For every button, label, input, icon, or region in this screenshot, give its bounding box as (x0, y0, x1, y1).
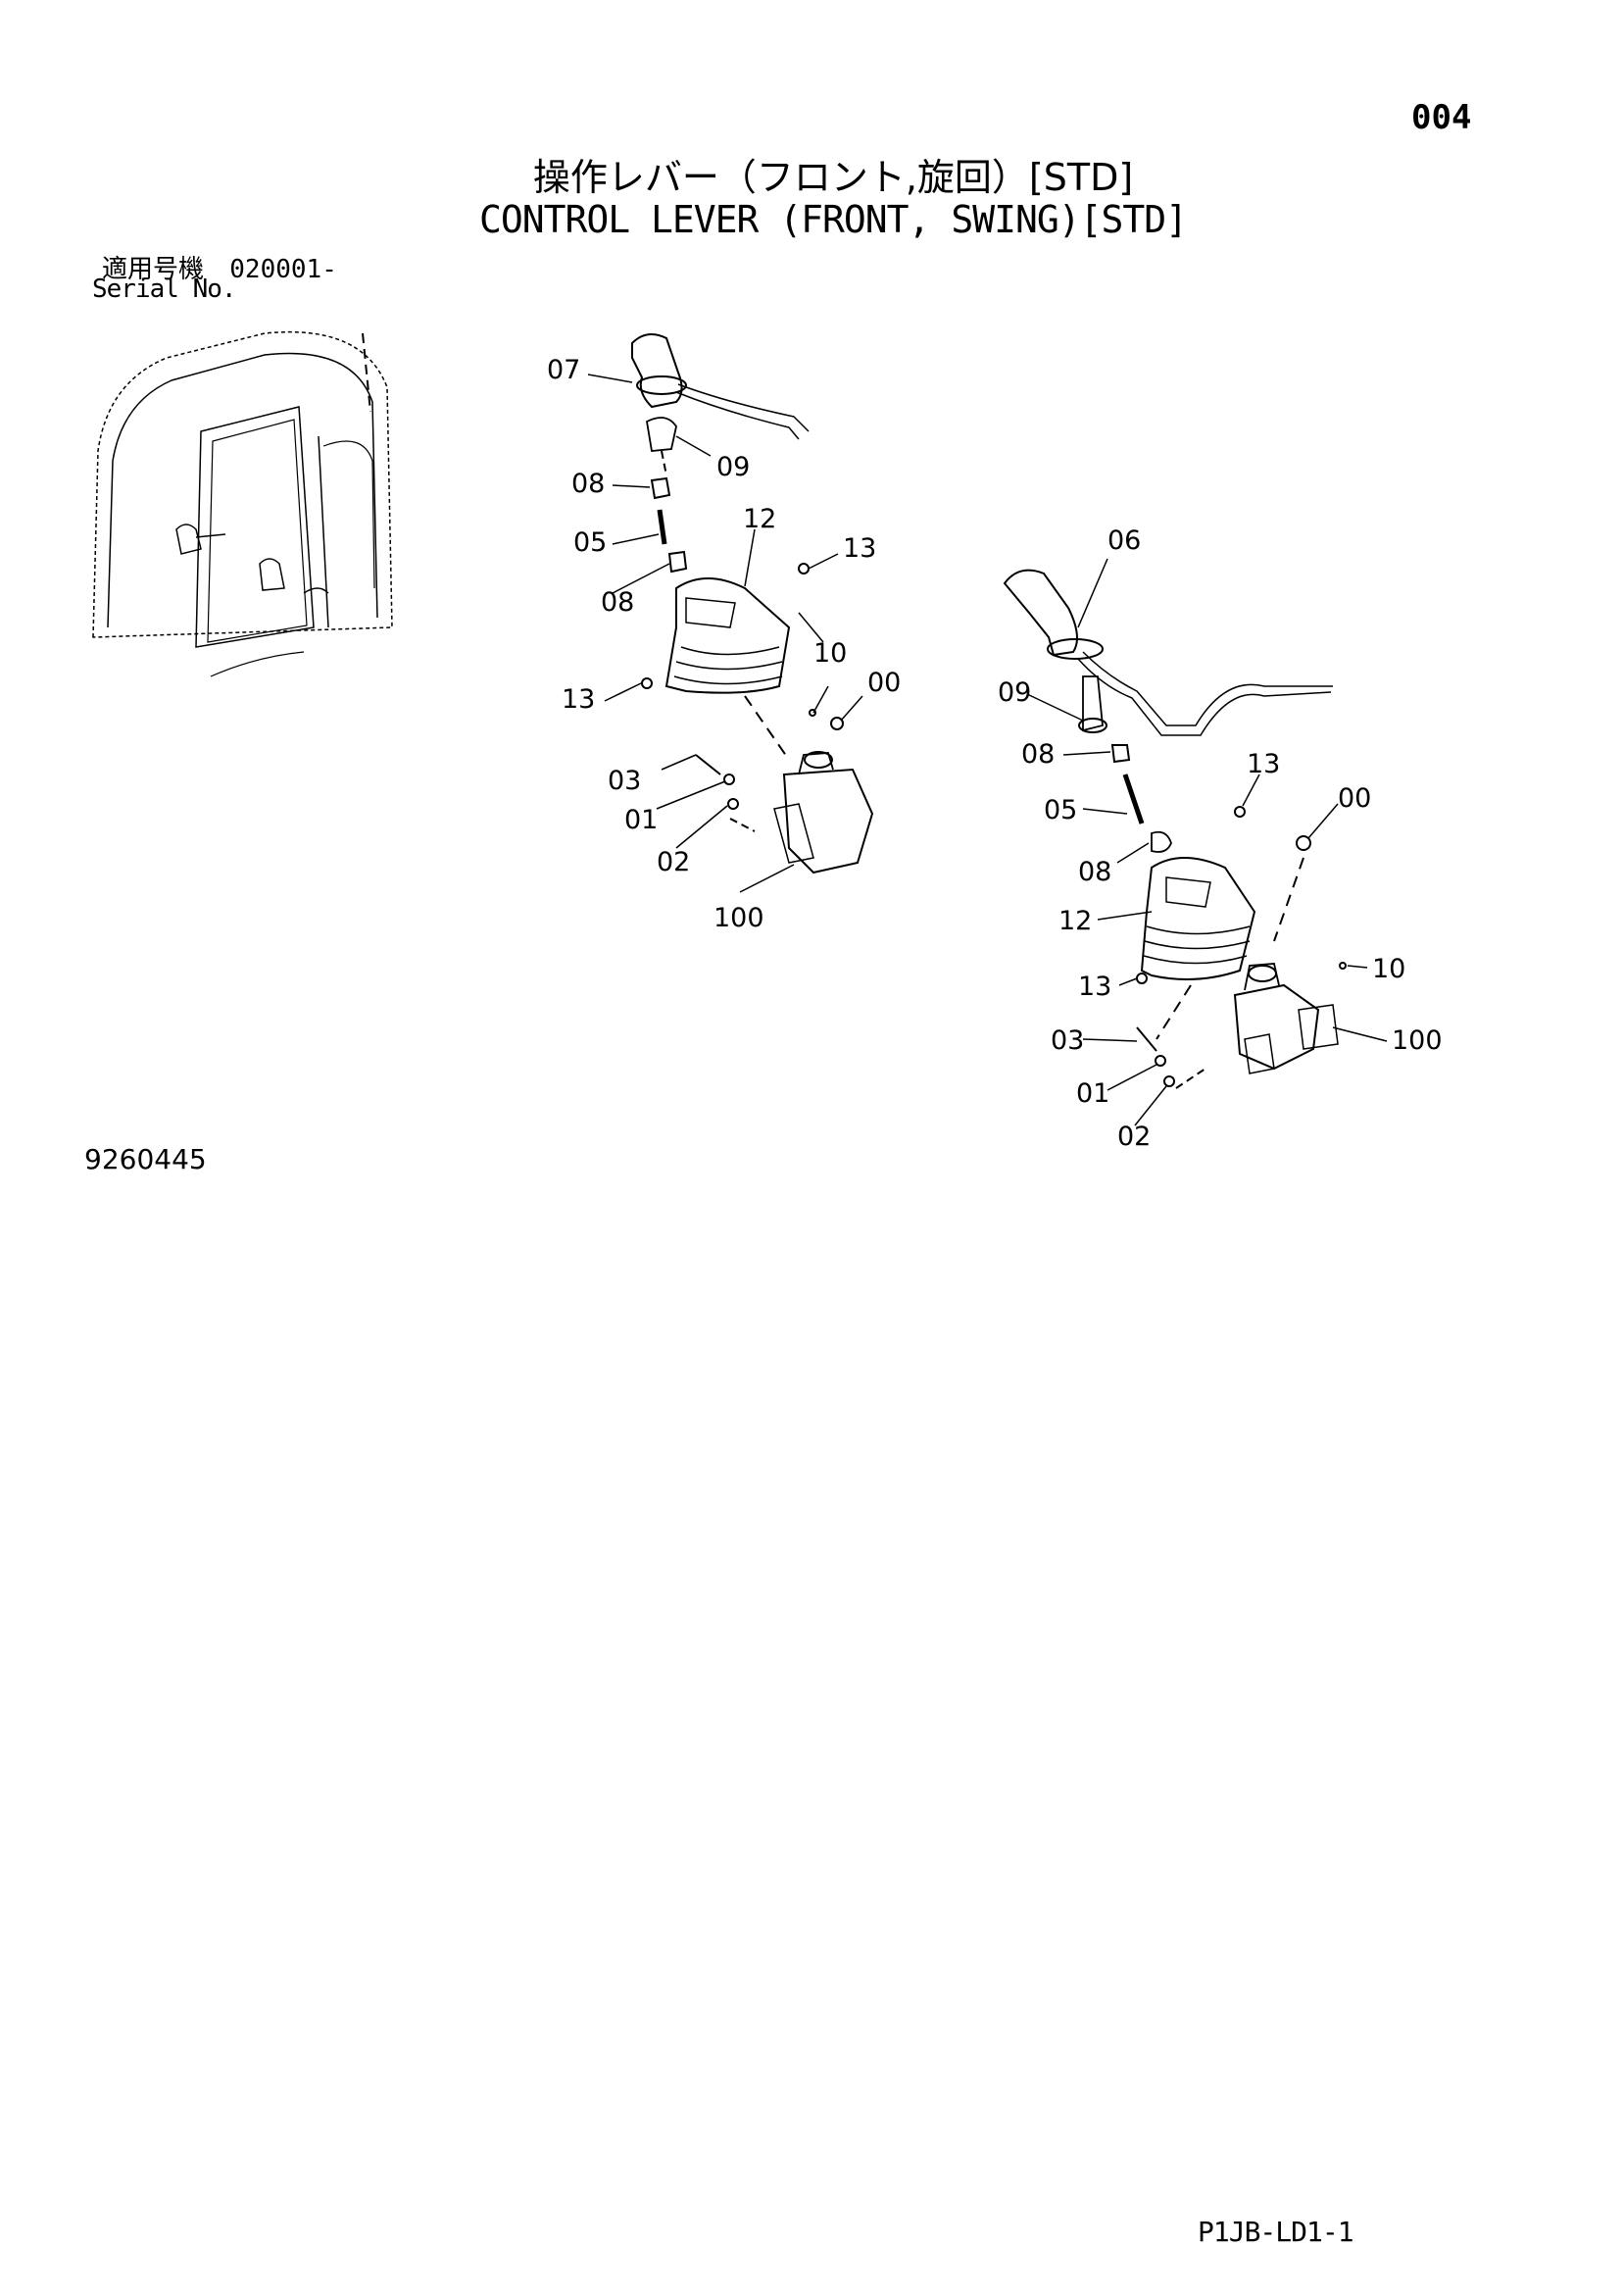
page-number: 004 (1411, 98, 1472, 137)
label-06-right: 06 (1107, 525, 1141, 556)
label-03-right: 03 (1051, 1025, 1084, 1056)
serial-value: 020001- (229, 255, 337, 284)
label-02-left: 02 (657, 847, 690, 877)
label-01-left: 01 (624, 805, 658, 835)
label-13-left-upper: 13 (843, 533, 876, 564)
label-100-left: 100 (713, 903, 764, 933)
label-13-right-upper: 13 (1247, 749, 1280, 779)
label-12-left: 12 (743, 504, 776, 534)
label-08-left-upper: 08 (571, 469, 605, 499)
cab-overview-illustration (92, 330, 393, 677)
label-00-left: 00 (867, 668, 901, 698)
label-00-right: 00 (1338, 783, 1371, 814)
label-12-right: 12 (1058, 906, 1092, 936)
label-13-left-lower: 13 (562, 684, 595, 715)
right-control-lever-assembly (1003, 558, 1388, 1126)
serial-label-jp-text: 適用号機 (102, 255, 205, 284)
drawing-number: 9260445 (84, 1143, 207, 1175)
title-english: CONTROL LEVER (FRONT, SWING)[STD] (479, 198, 1188, 241)
label-01-right: 01 (1076, 1078, 1109, 1109)
label-10-left: 10 (813, 638, 847, 669)
label-02-right: 02 (1117, 1122, 1151, 1152)
label-05-right: 05 (1044, 795, 1077, 825)
label-08-left-lower: 08 (601, 587, 634, 618)
label-07-left: 07 (547, 355, 580, 385)
label-09-left: 09 (716, 452, 750, 482)
serial-label-english: Serial No. (92, 275, 237, 304)
label-05-left: 05 (573, 527, 607, 558)
label-08-right-upper: 08 (1021, 739, 1055, 770)
label-09-right: 09 (998, 677, 1031, 708)
label-03-left: 03 (608, 766, 641, 796)
left-control-lever-assembly (587, 333, 874, 893)
label-10-right: 10 (1372, 954, 1405, 984)
sheet-code: P1JB-LD1-1 (1198, 2216, 1354, 2248)
label-100-right: 100 (1392, 1025, 1443, 1056)
label-13-right-lower: 13 (1078, 972, 1111, 1002)
title-japanese: 操作レバー（フロント,旋回）[STD] (532, 156, 1134, 199)
serial-label-japanese: 適用号機 020001- (102, 249, 337, 285)
label-08-right-lower: 08 (1078, 857, 1111, 887)
